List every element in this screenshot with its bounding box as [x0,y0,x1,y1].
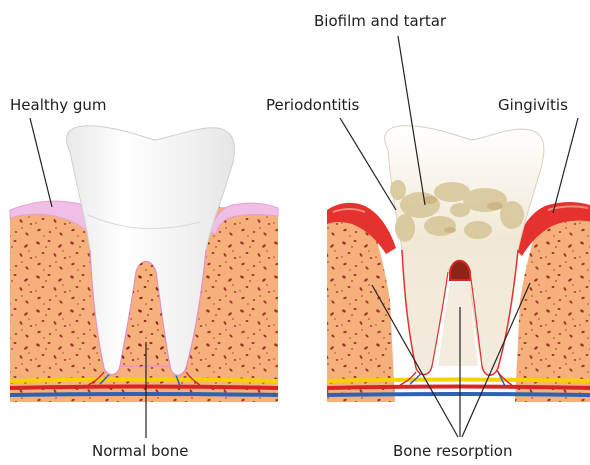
leader-healthy-gum [30,118,52,207]
label-healthy-gum: Healthy gum [10,96,107,114]
label-normal-bone: Normal bone [92,442,188,460]
label-gingivitis: Gingivitis [498,96,568,114]
label-bone-resorption: Bone resorption [393,442,512,460]
label-biofilm-and-tartar: Biofilm and tartar [314,12,446,30]
leader-gingivitis [553,118,578,213]
diseased-pulp [450,261,470,280]
label-periodontitis: Periodontitis [266,96,359,114]
healthy-panel [10,126,278,402]
diseased-panel [327,126,590,402]
